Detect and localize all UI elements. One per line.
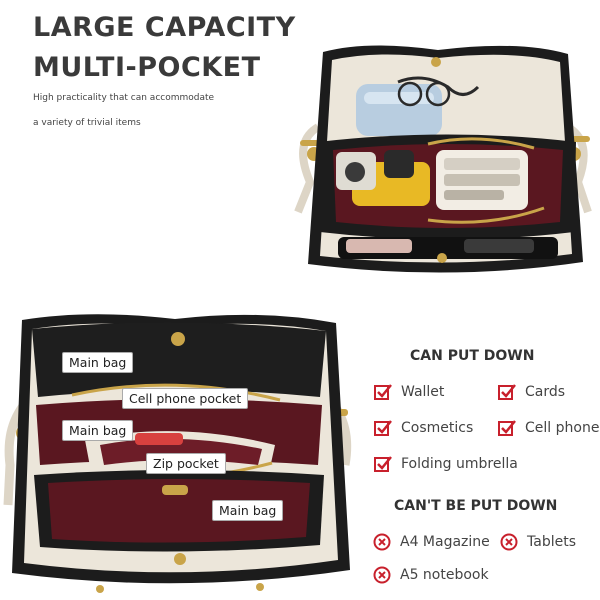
label-cell-phone-pocket: Cell phone pocket xyxy=(122,388,249,409)
cannot-item-a5-notebook: A5 notebook xyxy=(373,566,489,584)
cross-circle-icon xyxy=(373,566,391,584)
label-main-bag-3: Main bag xyxy=(212,500,284,521)
label-main-bag-1: Main bag xyxy=(62,352,134,373)
cannot-item-tablets: Tablets xyxy=(500,533,576,551)
subtitle-line-1: High practicality that can accommodate xyxy=(33,93,215,103)
can-item-cards: Cards xyxy=(498,383,565,401)
label-zip-pocket: Zip pocket xyxy=(146,453,226,474)
bag-top-view-photo xyxy=(294,45,592,273)
can-put-down-heading: CAN PUT DOWN xyxy=(410,348,535,364)
cannot-item-a4-magazine: A4 Magazine xyxy=(373,533,490,551)
label-main-bag-2: Main bag xyxy=(62,420,134,441)
cant-put-down-heading: CAN'T BE PUT DOWN xyxy=(394,498,558,514)
can-item-label: Folding umbrella xyxy=(401,456,518,472)
page-title-line-1: LARGE CAPACITY xyxy=(33,12,296,43)
can-item-wallet: Wallet xyxy=(374,383,444,401)
cannot-item-label: A4 Magazine xyxy=(400,534,490,550)
can-item-cosmetics: Cosmetics xyxy=(374,419,473,437)
can-item-label: Cards xyxy=(525,384,566,400)
cross-circle-icon xyxy=(500,533,518,551)
checkbox-check-icon xyxy=(498,384,516,400)
subtitle-line-2: a variety of trivial items xyxy=(33,118,141,128)
can-item-label: Cell phone xyxy=(525,420,600,436)
cannot-item-label: Tablets xyxy=(527,534,576,550)
can-item-label: Wallet xyxy=(401,384,445,400)
checkbox-check-icon xyxy=(374,456,392,472)
page-title-line-2: MULTI-POCKET xyxy=(33,52,261,83)
can-item-label: Cosmetics xyxy=(401,420,474,436)
checkbox-check-icon xyxy=(374,420,392,436)
can-item-folding-umbrella: Folding umbrella xyxy=(374,455,518,473)
checkbox-check-icon xyxy=(498,420,516,436)
cannot-item-label: A5 notebook xyxy=(400,567,489,583)
can-item-cell-phone: Cell phone xyxy=(498,419,599,437)
checkbox-check-icon xyxy=(374,384,392,400)
cross-circle-icon xyxy=(373,533,391,551)
